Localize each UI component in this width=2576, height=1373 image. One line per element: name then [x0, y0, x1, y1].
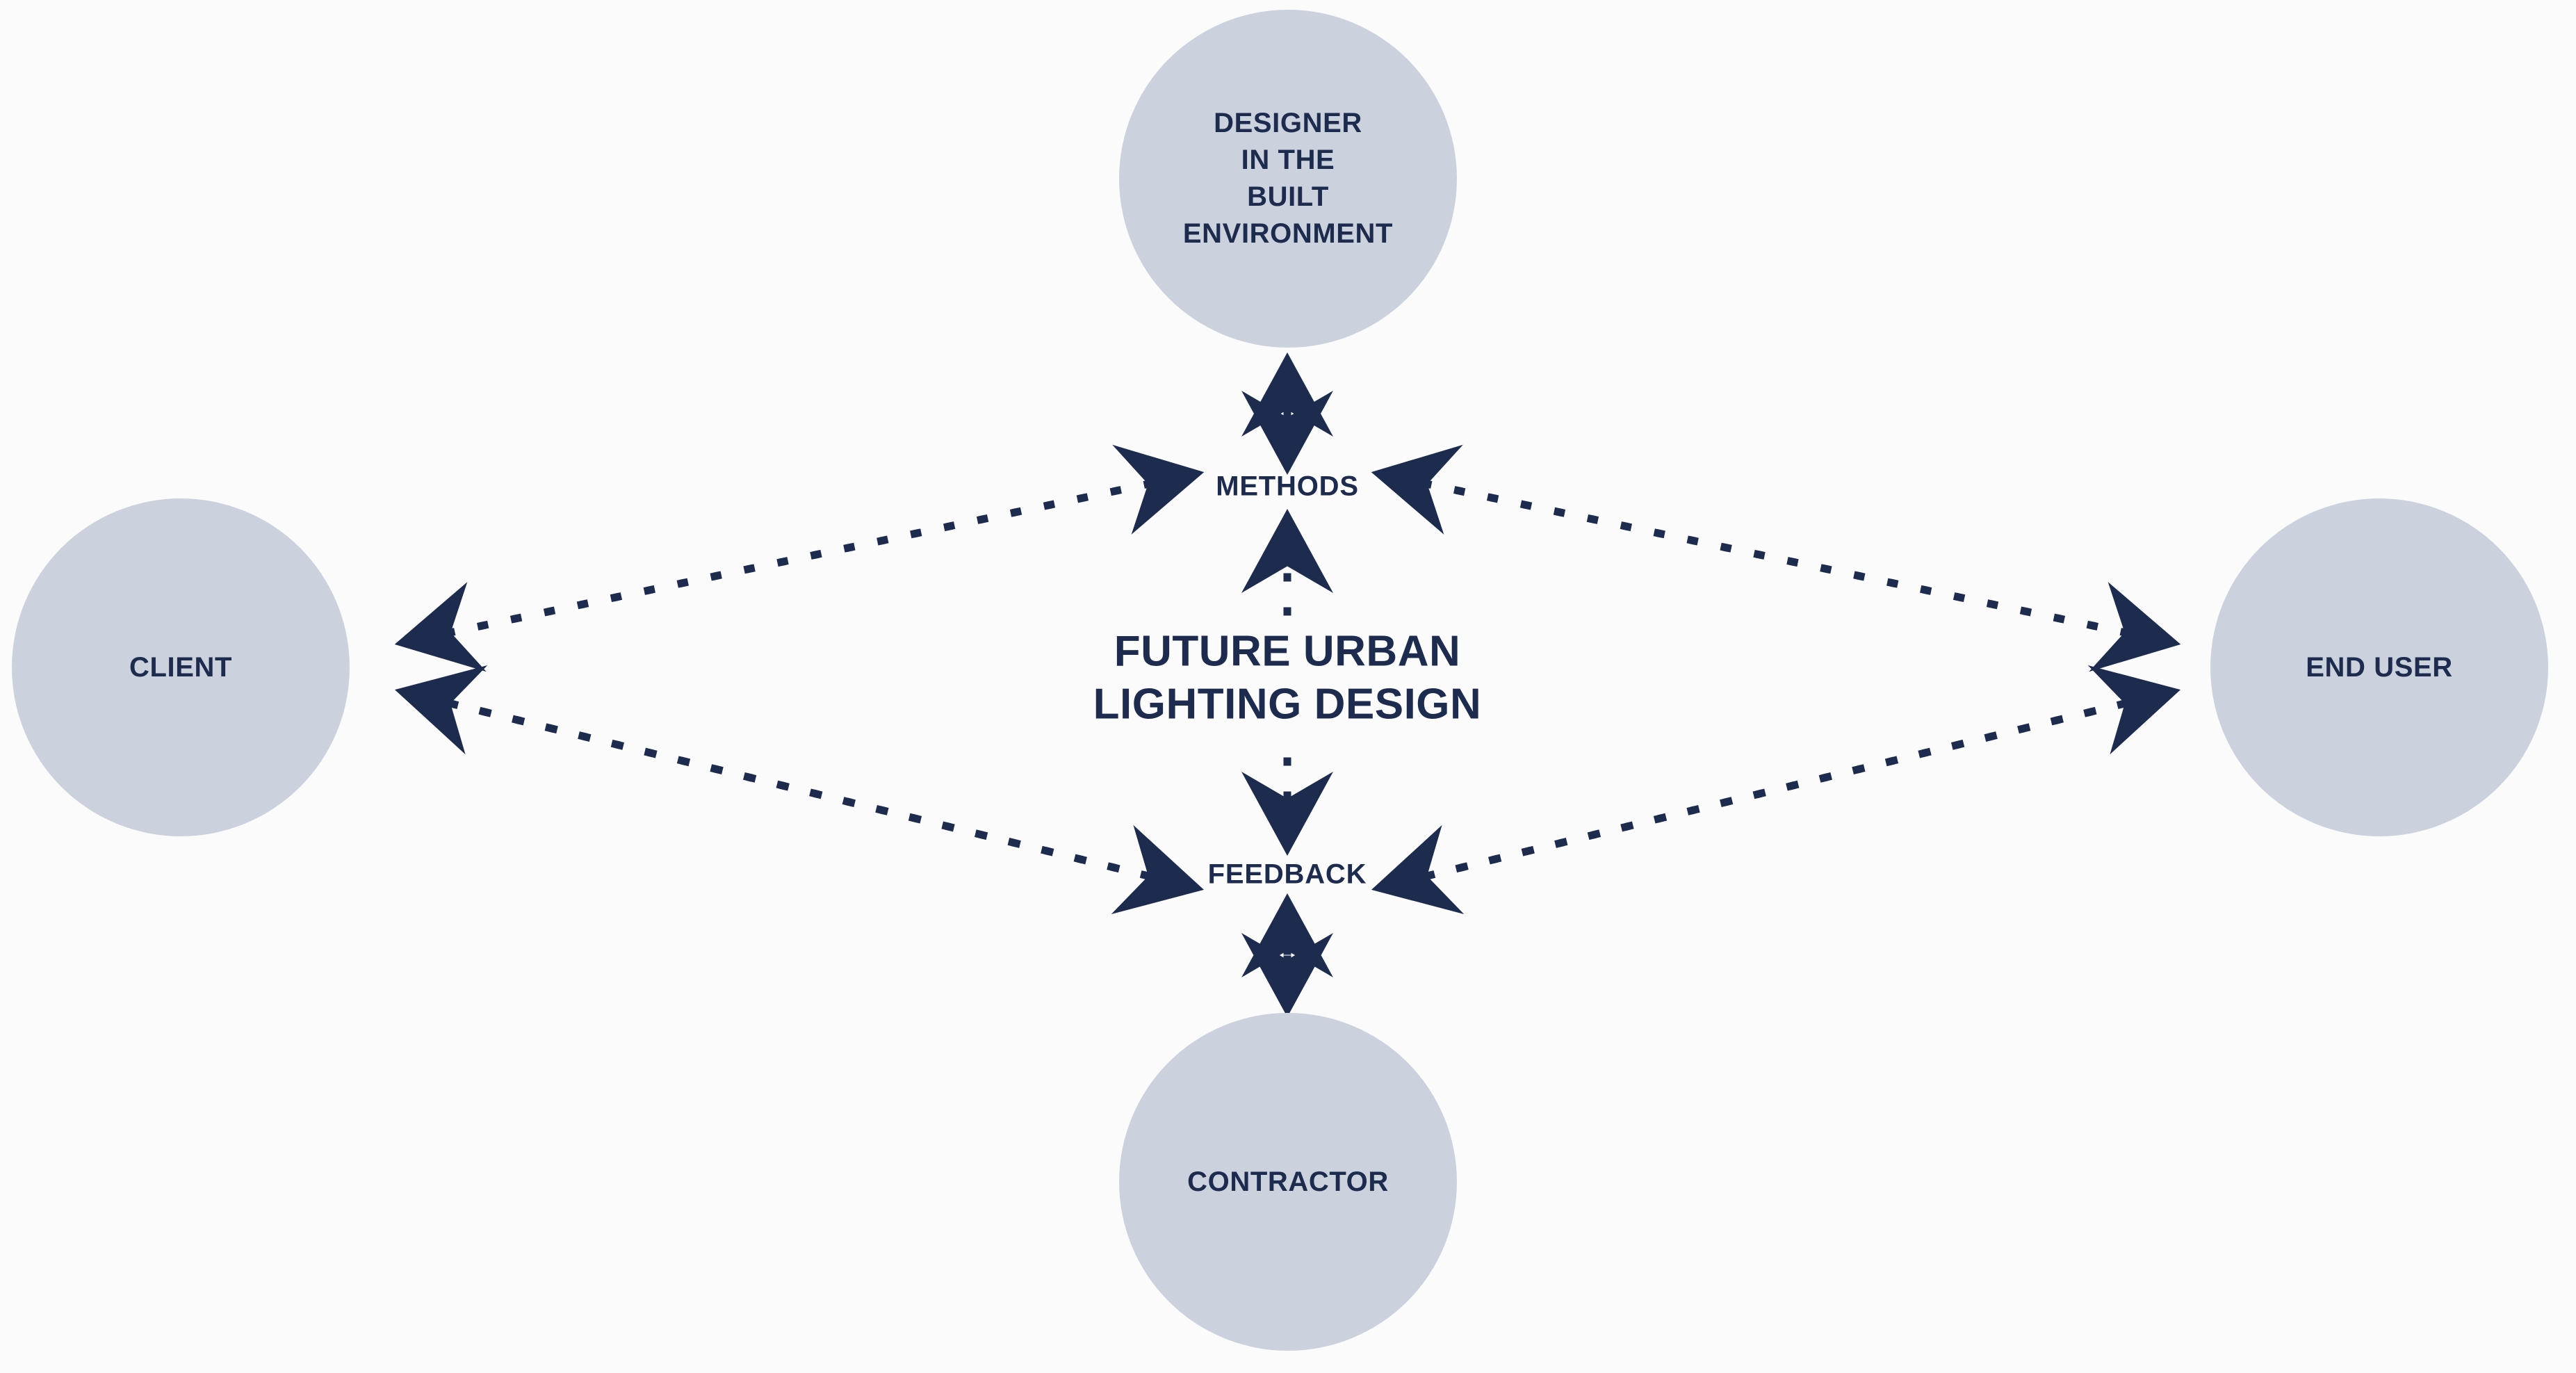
node-client-label: CLIENT — [129, 652, 233, 683]
center-title: FUTURE URBAN LIGHTING DESIGN — [1093, 627, 1482, 728]
connector-feedback-enduser-a — [1389, 665, 2181, 889]
node-end-user[interactable]: END USER — [2210, 498, 2548, 836]
node-end-user-label: END USER — [2306, 652, 2453, 683]
connector-client-feedback-a — [394, 665, 1187, 889]
node-designer-label: DESIGNER IN THE BUILT ENVIRONMENT — [1182, 108, 1394, 249]
connector-client-methods-a — [394, 472, 1187, 672]
node-contractor-label: CONTRACTOR — [1187, 1167, 1389, 1197]
connector-client-methods-b — [412, 444, 1205, 644]
node-designer-in-the-built-environment[interactable]: DESIGNER IN THE BUILT ENVIRONMENT — [1119, 10, 1457, 348]
connector-client-feedback-b — [412, 690, 1205, 914]
connector-methods-enduser-a — [1389, 472, 2181, 672]
node-contractor[interactable]: CONTRACTOR — [1119, 1013, 1457, 1351]
flow-label-methods: METHODS — [1216, 471, 1359, 502]
connector-methods-enduser-b — [1371, 444, 2163, 644]
node-client[interactable]: CLIENT — [12, 498, 350, 836]
flow-label-feedback: FEEDBACK — [1207, 859, 1367, 890]
connector-feedback-enduser-b — [1371, 690, 2163, 914]
